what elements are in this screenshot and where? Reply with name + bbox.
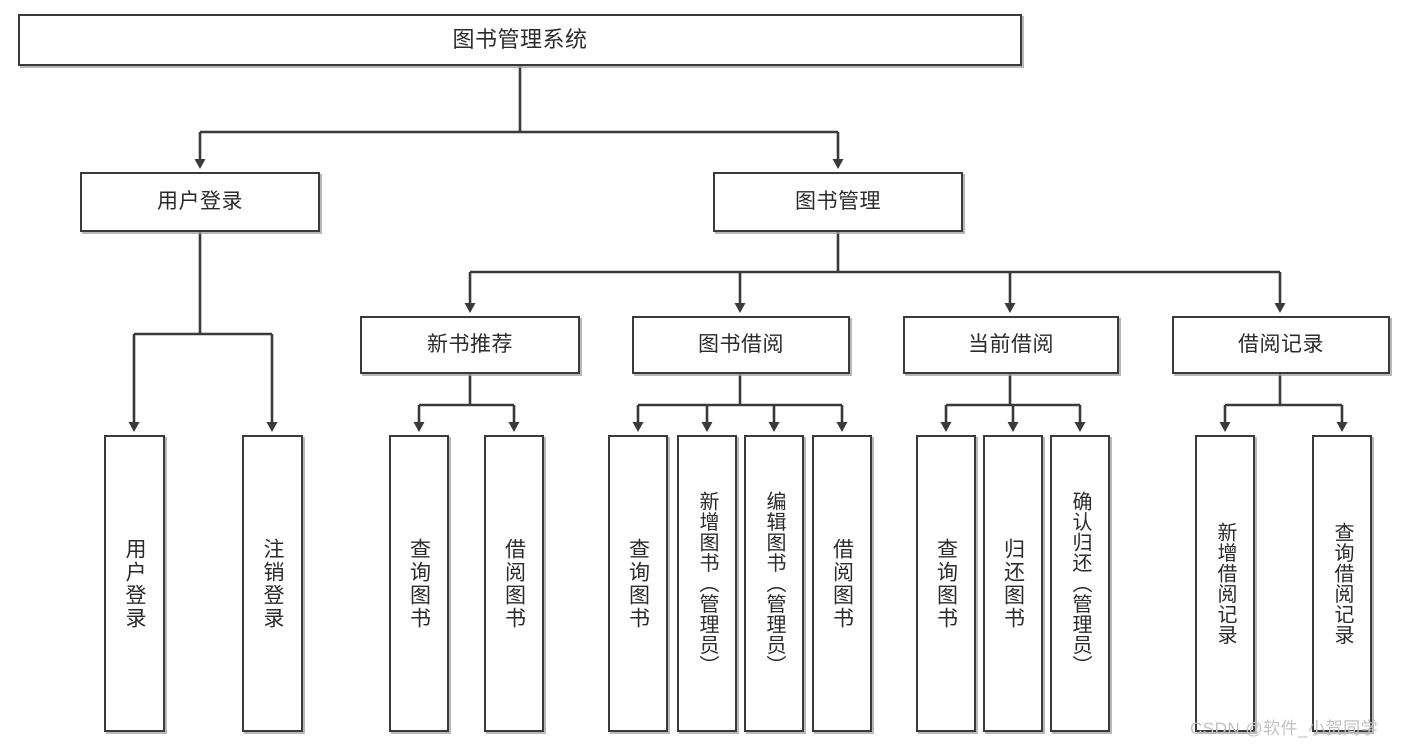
leaf-borrow-query-book-label: 查询图书 [626,537,650,630]
node-book-borrow-label: 图书借阅 [698,333,784,357]
leaf-confirm-return-admin[interactable]: 确认归还（管理员） [1050,435,1110,732]
leaf-current-query-book[interactable]: 查询图书 [916,435,976,732]
leaf-return-book[interactable]: 归还图书 [983,435,1043,732]
node-borrow-record[interactable]: 借阅记录 [1172,316,1390,374]
node-book-borrow[interactable]: 图书借阅 [632,316,850,374]
leaf-edit-book-admin-label: 编辑图书（管理员） [763,491,785,676]
leaf-return-book-label: 归还图书 [1001,537,1025,630]
node-root[interactable]: 图书管理系统 [18,14,1022,66]
node-current-borrow[interactable]: 当前借阅 [903,316,1119,374]
leaf-borrow-query-book[interactable]: 查询图书 [608,435,668,732]
leaf-recommend-borrow-book[interactable]: 借阅图书 [484,435,544,732]
node-borrow-record-label: 借阅记录 [1238,333,1324,357]
leaf-add-borrow-record-label: 新增借阅记录 [1214,522,1236,645]
leaf-edit-book-admin[interactable]: 编辑图书（管理员） [744,435,804,732]
node-current-borrow-label: 当前借阅 [968,333,1054,357]
leaf-add-borrow-record[interactable]: 新增借阅记录 [1195,435,1255,732]
node-new-book-recommend[interactable]: 新书推荐 [360,316,580,374]
node-user-login-label: 用户登录 [157,190,243,214]
leaf-recommend-borrow-book-label: 借阅图书 [502,537,526,630]
leaf-recommend-query-book-label: 查询图书 [407,537,431,630]
leaf-logout[interactable]: 注销登录 [242,435,303,732]
leaf-add-book-admin[interactable]: 新增图书（管理员） [677,435,737,732]
leaf-borrow-book[interactable]: 借阅图书 [812,435,872,732]
leaf-logout-label: 注销登录 [261,537,284,630]
leaf-current-query-book-label: 查询图书 [934,537,958,630]
node-new-book-recommend-label: 新书推荐 [427,333,513,357]
node-book-management-label: 图书管理 [795,190,881,214]
leaf-recommend-query-book[interactable]: 查询图书 [389,435,449,732]
leaf-add-book-admin-label: 新增图书（管理员） [696,491,718,676]
leaf-confirm-return-admin-label: 确认归还（管理员） [1069,491,1091,676]
leaf-query-borrow-record-label: 查询借阅记录 [1331,522,1353,645]
node-root-label: 图书管理系统 [452,26,588,52]
leaf-borrow-book-label: 借阅图书 [830,537,854,630]
leaf-user-login-label: 用户登录 [123,537,146,630]
node-user-login[interactable]: 用户登录 [80,172,320,232]
leaf-query-borrow-record[interactable]: 查询借阅记录 [1312,435,1372,732]
csdn-watermark: CSDN @软件_小贺同学 [1190,719,1379,738]
node-book-management[interactable]: 图书管理 [713,172,963,232]
leaf-user-login[interactable]: 用户登录 [104,435,165,732]
